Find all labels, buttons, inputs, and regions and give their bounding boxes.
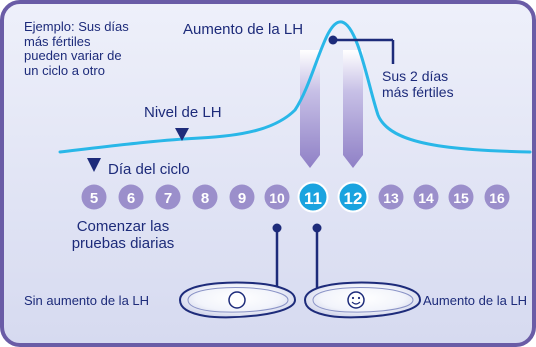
day-circle-16 — [484, 184, 510, 210]
daily-tests-label-line-2: pruebas diarias — [71, 235, 175, 252]
day-number-6: 6 — [127, 190, 135, 207]
lh-level-label: Nivel de LH — [144, 104, 222, 121]
empty-result-circle-icon — [228, 291, 246, 309]
daily-tests-label-line-1: Comenzar las — [76, 218, 170, 235]
example-note-line-1: Ejemplo: Sus días — [24, 19, 129, 34]
day-circle-11 — [297, 181, 329, 213]
day-circle-9 — [229, 184, 255, 210]
no-surge-result-label: Sin aumento de la LH — [24, 293, 150, 308]
day-number-16: 16 — [489, 190, 505, 206]
smiley-face-icon — [347, 291, 365, 309]
day-number-5: 5 — [90, 190, 98, 207]
day-circle-15 — [448, 184, 474, 210]
day-number-14: 14 — [418, 190, 434, 206]
day-circle-12 — [337, 181, 369, 213]
test-result-no-surge — [178, 281, 297, 319]
day-circle-14 — [413, 184, 439, 210]
lh-level-arrow-icon — [175, 128, 189, 141]
cycle-day-arrow-icon — [87, 158, 101, 172]
example-note-line-3: pueden variar de — [24, 48, 122, 63]
day-circle-8 — [192, 184, 218, 210]
day-number-10: 10 — [269, 190, 285, 206]
surge-marker-dot — [328, 35, 338, 45]
daily-tests-label: Comenzar las pruebas diarias — [64, 218, 182, 252]
example-note: Ejemplo: Sus días más fértiles pueden va… — [24, 19, 129, 78]
day-circle-7 — [155, 184, 181, 210]
day-circles — [81, 181, 510, 213]
lh-surge-label: Aumento de la LH — [183, 21, 304, 38]
day-circle-10 — [264, 184, 290, 210]
day-circle-5 — [81, 184, 107, 210]
test-dot-day-10 — [272, 223, 282, 233]
day-number-9: 9 — [238, 190, 246, 207]
fertile-days-label: Sus 2 días más fértiles — [382, 68, 454, 100]
day-number-11: 11 — [304, 189, 322, 208]
lh-level-curve — [58, 20, 532, 154]
example-note-line-2: más fértiles — [24, 33, 91, 49]
test-result-surge — [303, 281, 422, 319]
example-note-line-4: un ciclo a otro — [24, 62, 105, 78]
fertile-days-label-line-1: Sus 2 días — [382, 68, 449, 84]
day-number-13: 13 — [383, 190, 399, 206]
surge-result-label: Aumento de la LH — [423, 293, 528, 308]
fertile-days-label-line-2: más fértiles — [382, 84, 454, 100]
cycle-day-label: Día del ciclo — [108, 161, 190, 178]
fertile-bar-day-12 — [343, 50, 363, 168]
day-numbers: 5 6 7 8 9 10 11 12 13 14 15 16 — [90, 189, 505, 208]
day-circle-6 — [118, 184, 144, 210]
test-dot-day-11 — [312, 223, 322, 233]
day-number-8: 8 — [201, 190, 209, 207]
fertile-bar-day-11 — [300, 50, 320, 168]
day-circle-13 — [378, 184, 404, 210]
day-number-15: 15 — [453, 190, 469, 206]
day-number-7: 7 — [164, 190, 172, 207]
day-number-12: 12 — [344, 189, 363, 208]
